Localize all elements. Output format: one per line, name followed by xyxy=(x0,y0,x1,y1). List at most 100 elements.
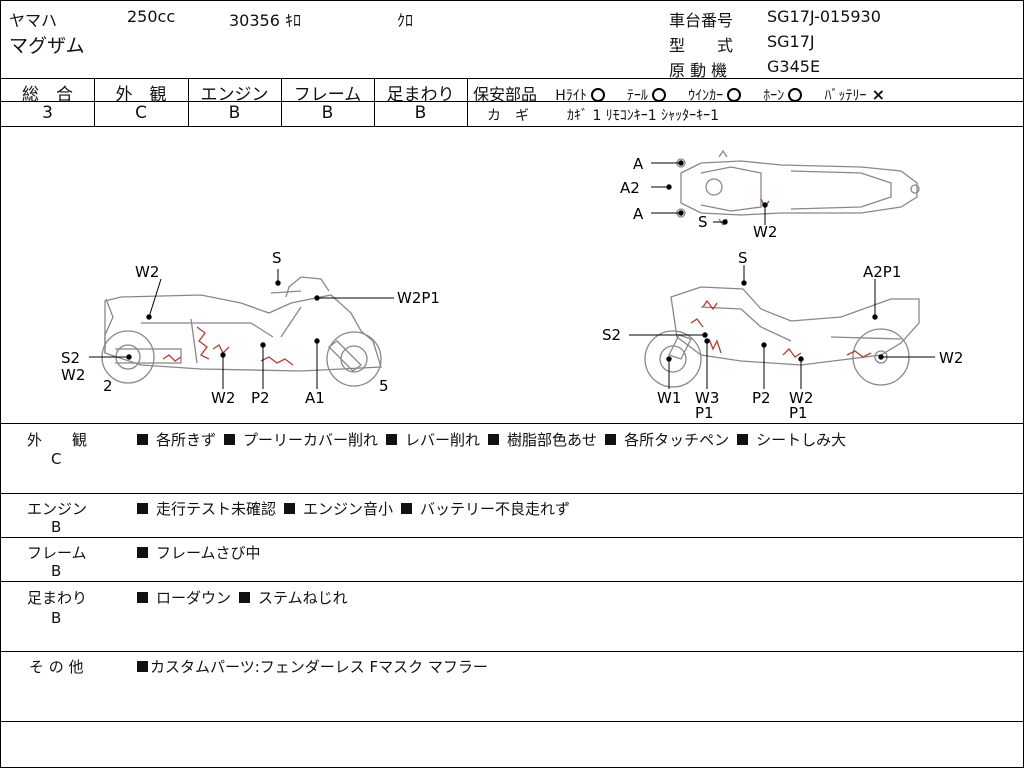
diagram-label: S2 xyxy=(602,326,621,344)
mileage: 30356 ｷﾛ xyxy=(229,11,301,30)
note-items-engine: 走行テスト未確認エンジン音小バッテリー不良走れず xyxy=(137,498,570,519)
bullet-icon xyxy=(137,434,148,445)
divider xyxy=(1,581,1023,582)
grade-label-overall: 総 合 xyxy=(22,85,73,105)
divider xyxy=(1,651,1023,652)
bullet-icon xyxy=(137,547,148,558)
grade-label-exterior: 外 観 xyxy=(115,85,167,105)
divider xyxy=(374,78,375,126)
diagram-label: A xyxy=(633,205,644,223)
bullet-icon xyxy=(137,503,148,514)
keys-label: カ ギ xyxy=(487,108,529,124)
bullet-icon xyxy=(386,434,398,445)
diagram-label: 2 xyxy=(103,377,113,395)
diagram-label: S xyxy=(738,249,748,267)
grade-value-suspension: B xyxy=(414,103,427,123)
safety-item-tail: ﾃｰﾙ xyxy=(626,88,648,104)
note-grade-exterior: C xyxy=(51,450,62,468)
safety-label: 保安部品 xyxy=(473,85,538,104)
divider xyxy=(1,721,1023,722)
grade-value-exterior: C xyxy=(135,103,147,123)
diagram-label: W1 xyxy=(657,389,681,407)
grade-value-frame: B xyxy=(321,103,334,123)
engine-label: 原 動 機 xyxy=(669,61,728,80)
scooter-right-view xyxy=(644,286,920,388)
note-category-engine: エンジン xyxy=(27,500,88,518)
damage-marks-left xyxy=(162,326,294,366)
diagram-label: A2P1 xyxy=(863,263,901,281)
diagram-label: W2 xyxy=(789,389,813,407)
grade-label-frame: フレーム xyxy=(293,85,362,105)
diagram-label: W2 xyxy=(61,366,85,384)
diagram-label: W2 xyxy=(939,349,963,367)
bullet-icon xyxy=(401,503,413,514)
type-value: SG17J xyxy=(767,32,815,51)
diagram-label: W2P1 xyxy=(397,289,440,307)
bullet-icon xyxy=(137,592,148,603)
grade-label-engine: エンジン xyxy=(200,85,269,105)
divider xyxy=(281,78,282,126)
damage-diagram: W2 S W2P1 S2 W2 2 W2 P2 A1 5 S A2P1 S2 W… xyxy=(61,149,963,422)
safety-item-battery: ﾊﾞｯﾃﾘｰ xyxy=(824,88,867,104)
scooter-left-view xyxy=(101,276,382,387)
ng-cross-icon: × xyxy=(871,85,885,104)
grade-value-overall: 3 xyxy=(42,103,53,123)
note-category-suspension: 足まわり xyxy=(27,589,88,607)
divider xyxy=(1,101,467,102)
note-grade-frame: B xyxy=(51,562,62,580)
diagram-label: S xyxy=(272,249,282,267)
grade-value-engine: B xyxy=(228,103,241,123)
divider xyxy=(1,423,1023,424)
diagram-label: S2 xyxy=(61,349,80,367)
diagram-label: W2 xyxy=(753,223,777,241)
bullet-icon xyxy=(605,434,617,445)
ok-circle-icon xyxy=(727,88,742,102)
diagram-label: P2 xyxy=(251,389,270,407)
note-items-exterior: 各所きずプーリーカバー削れレバー削れ樹脂部色あせ各所タッチペンシートしみ大 xyxy=(137,429,846,450)
diagram-label: A1 xyxy=(305,389,325,407)
diagram-label: S xyxy=(698,213,708,231)
bullet-icon xyxy=(737,434,749,445)
note-items-suspension: ローダウンステムねじれ xyxy=(137,587,348,608)
divider xyxy=(94,78,95,126)
engine-value: G345E xyxy=(767,57,821,76)
bullet-icon xyxy=(239,592,251,603)
scooter-top-view xyxy=(676,149,920,227)
divider xyxy=(467,78,468,126)
safety-item-horn: ﾎｰﾝ xyxy=(763,88,785,104)
note-category-frame: フレーム xyxy=(27,544,87,562)
divider xyxy=(1,78,1023,79)
bullet-icon xyxy=(488,434,500,445)
displacement: 250cc xyxy=(127,7,176,26)
frame-no: SG17J-015930 xyxy=(767,7,881,26)
maker: ヤマハ xyxy=(9,11,58,30)
diagram-label: A2 xyxy=(620,179,640,197)
diagram-label: P1 xyxy=(695,404,714,422)
bullet-icon xyxy=(224,434,236,445)
diagram-label: P2 xyxy=(752,389,771,407)
ok-circle-icon xyxy=(651,88,666,102)
note-category-other: そ の 他 xyxy=(29,658,84,676)
bullet-icon xyxy=(137,661,148,672)
note-items-other: カスタムパーツ:フェンダーレス Fマスク マフラー xyxy=(137,656,488,677)
divider xyxy=(1,537,1023,538)
color: ｸﾛ xyxy=(397,11,414,30)
divider xyxy=(1,493,1023,494)
type-label: 型 式 xyxy=(669,36,734,55)
diagram-label: 5 xyxy=(379,377,389,395)
grade-label-suspension: 足まわり xyxy=(386,85,455,105)
ok-circle-icon xyxy=(788,88,803,102)
frame-no-label: 車台番号 xyxy=(669,11,734,30)
diagram-label: A xyxy=(633,155,644,173)
note-category-exterior: 外 観 xyxy=(27,431,88,449)
note-grade-suspension: B xyxy=(51,609,62,627)
note-items-frame: フレームさび中 xyxy=(137,542,261,563)
bullet-icon xyxy=(284,503,296,514)
leader-lines xyxy=(89,160,935,389)
ok-circle-icon xyxy=(590,88,605,102)
diagram-label: W2 xyxy=(211,389,235,407)
divider xyxy=(467,101,1023,102)
safety-item-winker: ｳｲﾝｶｰ xyxy=(688,88,724,104)
safety-row: 保安部品 Hﾗｲﾄ ﾃｰﾙ ｳｲﾝｶｰ ﾎｰﾝ ﾊﾞｯﾃﾘｰ × xyxy=(473,81,885,105)
